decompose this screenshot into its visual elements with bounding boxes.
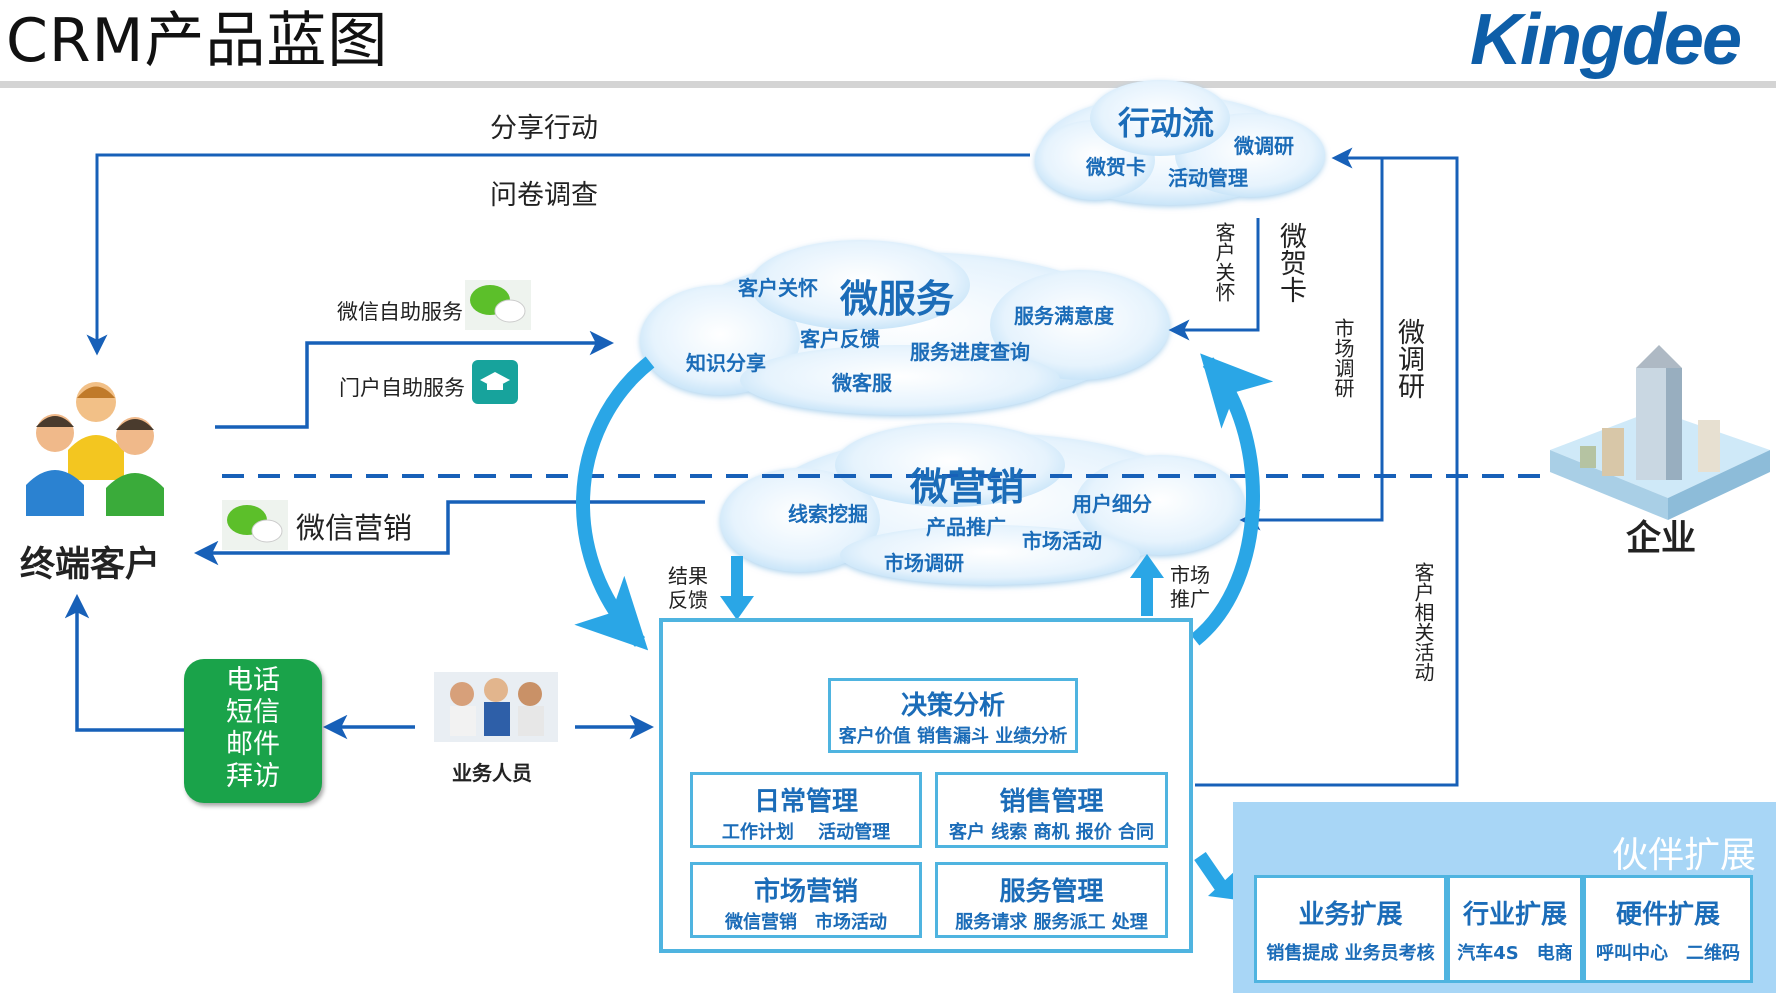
partner-module-business: 业务扩展 销售提成 业务员考核: [1254, 875, 1447, 983]
partner-extension-title: 伙伴扩展: [1611, 835, 1756, 876]
partner-extension-panel: 伙伴扩展 业务扩展 销售提成 业务员考核 行业扩展 汽车4S 电商 硬件扩展 呼…: [1233, 802, 1776, 993]
kingdee-logo: Kingdee: [1469, 0, 1742, 80]
header-divider: [0, 81, 1776, 88]
micro-marketing-item: 用户细分: [1072, 492, 1152, 516]
partner-module-hardware: 硬件扩展 呼叫中心 二维码: [1583, 875, 1753, 983]
contact-method: 拜访: [226, 761, 280, 792]
micro-marketing-title: 微营销: [910, 465, 1025, 509]
wechat-self-service-label: 微信自助服务: [337, 300, 463, 324]
page-title: CRM产品蓝图: [6, 6, 389, 76]
market-promotion-label: 市场 推广: [1170, 563, 1210, 611]
share-action-label: 分享行动: [490, 113, 598, 144]
result-feedback-label: 结果 反馈: [668, 564, 708, 612]
questionnaire-label: 问卷调查: [490, 180, 598, 211]
contact-method: 电话: [226, 665, 280, 696]
micro-service-item: 知识分享: [686, 351, 766, 375]
action-flow-item: 活动管理: [1168, 166, 1248, 190]
people-group-icon: [26, 382, 164, 516]
micro-marketing-item: 线索挖掘: [788, 502, 868, 526]
end-customer-label: 终端客户: [20, 545, 161, 585]
micro-marketing-item: 产品推广: [926, 515, 1006, 539]
micro-service-item: 客户反馈: [800, 327, 880, 351]
customer-care-vertical-label: 客户关怀: [1212, 222, 1236, 302]
sales-staff-photo: [434, 672, 558, 742]
micro-survey-vertical-label: 微调研: [1393, 318, 1424, 399]
enterprise-label: 企业: [1626, 519, 1697, 559]
daily-management-module: 日常管理 工作计划 活动管理: [690, 772, 922, 848]
portal-self-service-label: 门户自助服务: [339, 376, 465, 400]
market-research-vertical-label: 市场调研: [1331, 318, 1355, 398]
cloud-micro-service: [640, 240, 1170, 415]
micro-service-title: 微服务: [840, 277, 955, 321]
micro-card-vertical-label: 微贺卡: [1275, 222, 1306, 303]
contact-method: 邮件: [226, 729, 280, 760]
sales-staff-label: 业务人员: [452, 761, 532, 785]
curve-arrow-right: [1190, 353, 1274, 646]
action-flow-title: 行动流: [1118, 104, 1215, 142]
micro-service-item: 微客服: [832, 371, 892, 395]
customer-activities-vertical-label: 客户相关活动: [1411, 562, 1435, 682]
micro-service-item: 服务进度查询: [910, 340, 1030, 364]
cloud-micro-marketing: [720, 423, 1245, 585]
portal-icon: [472, 360, 518, 404]
curve-arrow-left: [574, 356, 655, 651]
micro-marketing-item: 市场调研: [884, 551, 964, 575]
sales-management-module: 销售管理 客户 线索 商机 报价 合同: [935, 772, 1168, 848]
contact-method: 短信: [226, 697, 280, 728]
wechat-icon: [465, 280, 531, 330]
micro-service-item: 客户关怀: [738, 276, 818, 300]
cloud-action-flow: [1035, 80, 1325, 205]
contact-methods-box: 电话 短信 邮件 拜访: [184, 659, 322, 803]
wechat-marketing-label: 微信营销: [296, 511, 413, 545]
micro-service-item: 服务满意度: [1014, 304, 1114, 328]
office-building-icon: [1550, 345, 1770, 520]
marketing-module: 市场营销 微信营销 市场活动: [690, 862, 922, 938]
service-management-module: 服务管理 服务请求 服务派工 处理: [935, 862, 1168, 938]
micro-marketing-item: 市场活动: [1022, 529, 1102, 553]
action-flow-item: 微调研: [1234, 134, 1294, 158]
decision-analysis-module: 决策分析 客户价值 销售漏斗 业绩分析: [828, 678, 1078, 753]
action-flow-item: 微贺卡: [1086, 155, 1146, 179]
partner-module-industry: 行业扩展 汽车4S 电商: [1447, 875, 1583, 983]
wechat-icon: [222, 500, 288, 550]
